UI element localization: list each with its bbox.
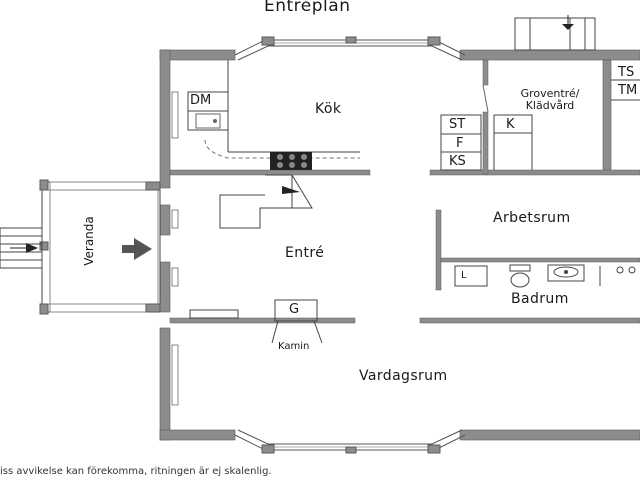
left-windows (171, 91, 179, 406)
stove-icon (270, 152, 312, 170)
fixture-label-ts: TS (618, 65, 635, 80)
room-label-groventre-line1: Groventré/ (520, 87, 580, 100)
veranda (0, 179, 161, 315)
fixture-label-st: ST (449, 117, 466, 132)
steps-arrow-icon (26, 243, 38, 253)
fixture-label-dm: DM (190, 93, 212, 108)
room-label-groventre: Groventré/ Klädvård (502, 88, 598, 111)
room-label-kamin: Kamin (278, 341, 310, 352)
utility-cluster (440, 15, 640, 171)
walls (159, 49, 640, 441)
fixture-label-ks: KS (449, 154, 466, 169)
fixture-label-k: K (506, 117, 515, 132)
entrance-arrow-icon (122, 238, 152, 260)
fixture-label-f: F (456, 136, 464, 151)
room-label-badrum: Badrum (511, 291, 569, 307)
room-label-arbetsrum: Arbetsrum (493, 210, 571, 226)
fixture-label-l: L (461, 270, 467, 281)
plan-title: Entréplan (264, 0, 351, 16)
top-bay-window (234, 36, 466, 61)
fixture-label-tm: TM (618, 83, 638, 98)
bottom-bay-window (234, 429, 466, 454)
staircase (219, 174, 313, 229)
disclaimer-note: iss avvikelse kan förekomma, ritningen ä… (0, 466, 272, 477)
bathroom-fixtures (454, 264, 636, 288)
room-label-kladvard: Klädvård (525, 99, 575, 112)
fireplace (189, 299, 323, 344)
room-label-vardagsrum: Vardagsrum (359, 368, 448, 384)
room-label-kok: Kök (315, 101, 342, 117)
fixture-label-g: G (289, 302, 300, 317)
room-label-veranda: Veranda (82, 216, 96, 266)
room-label-entre: Entré (285, 245, 325, 261)
